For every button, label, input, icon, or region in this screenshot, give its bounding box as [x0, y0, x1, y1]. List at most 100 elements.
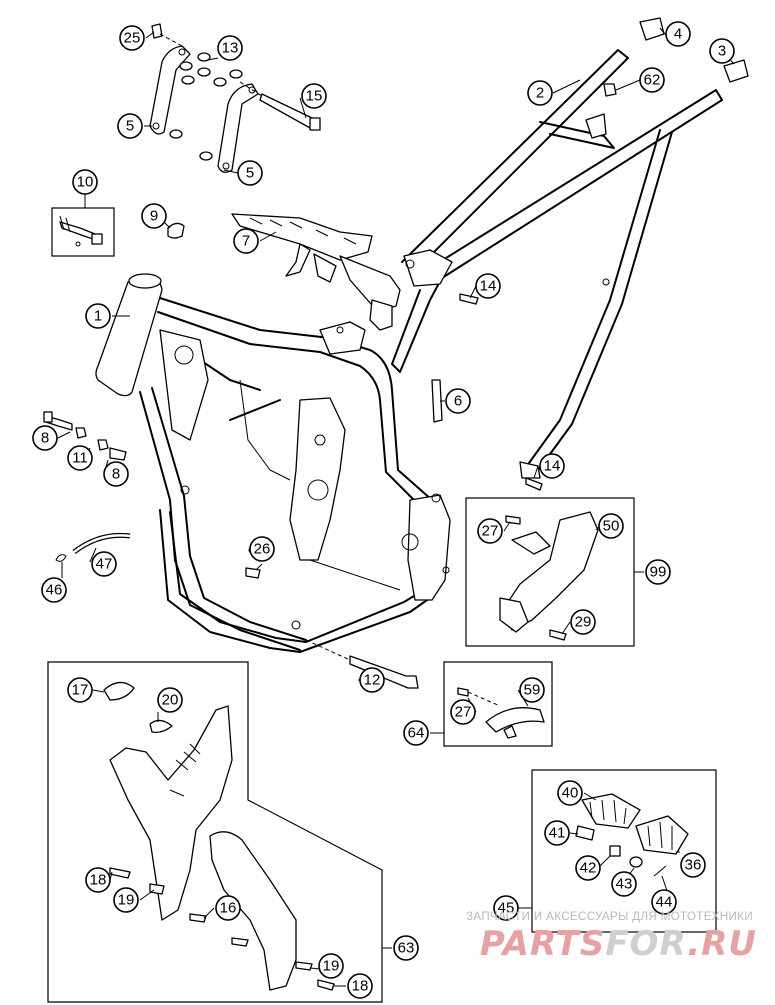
- callout-label: 10: [77, 174, 94, 191]
- callout-12: 12: [359, 667, 385, 693]
- callout-40: 40: [557, 780, 583, 806]
- callout-11: 11: [67, 445, 93, 471]
- plug-4: [639, 17, 665, 41]
- callout-36: 36: [680, 852, 706, 878]
- callout-label: 63: [398, 940, 415, 957]
- callout-label: 41: [549, 825, 566, 842]
- callout-14a: 14: [475, 273, 501, 299]
- box-45-footpegs: [531, 769, 717, 933]
- swingarm-bolt: [349, 655, 419, 689]
- callout-27b: 27: [450, 699, 476, 725]
- callout-1: 1: [85, 303, 111, 329]
- callout-46: 46: [41, 577, 67, 603]
- box-64-guide-part: [443, 661, 553, 747]
- callout-label: 62: [644, 72, 661, 89]
- callout-label: 29: [575, 614, 592, 631]
- callout-50: 50: [598, 513, 624, 539]
- callout-label: 8: [41, 430, 49, 447]
- main-frame: [95, 273, 451, 653]
- left-bolts: [43, 411, 127, 461]
- bolt-kit-box: [51, 207, 115, 257]
- callout-10: 10: [72, 169, 98, 195]
- watermark-logo-mid: FOR: [605, 924, 688, 964]
- watermark-tagline: ЗАПЧАСТИ И АКСЕССУАРЫ ДЛЯ МОТОТЕХНИКИ: [466, 911, 753, 923]
- callout-label: 19: [323, 958, 340, 975]
- callout-44: 44: [651, 889, 677, 915]
- callout-8b: 8: [103, 461, 129, 487]
- callout-label: 47: [96, 556, 113, 573]
- callout-5a: 5: [117, 113, 143, 139]
- watermark-logo: PARTSFOR.RU: [480, 924, 757, 964]
- callout-label: 14: [480, 278, 497, 295]
- callout-19b: 19: [318, 953, 344, 979]
- callout-5b: 5: [237, 160, 263, 186]
- callout-label: 20: [162, 692, 179, 709]
- callout-29: 29: [570, 609, 596, 635]
- engine-brackets: [149, 23, 321, 173]
- seat-bracket: [231, 213, 401, 331]
- frame-cap: [167, 222, 185, 239]
- callout-label: 27: [482, 523, 499, 540]
- callout-label: 64: [408, 725, 425, 742]
- callout-59: 59: [519, 677, 545, 703]
- callout-label: 40: [562, 785, 579, 802]
- callout-3: 3: [709, 38, 735, 64]
- callout-47: 47: [91, 551, 117, 577]
- callout-label: 8: [112, 466, 120, 483]
- callout-label: 2: [536, 85, 544, 102]
- watermark-logo-left: PARTS: [479, 924, 606, 964]
- callout-label: 9: [150, 208, 158, 225]
- box-63-frame-protectors: [47, 661, 383, 1003]
- callout-label: 18: [352, 978, 369, 995]
- callout-label: 5: [246, 165, 254, 182]
- bolt-26: [245, 567, 261, 579]
- callout-label: 59: [524, 682, 541, 699]
- chain-guide-strap: [431, 379, 443, 423]
- subframe-bolt-14a: [459, 293, 479, 305]
- callout-label: 25: [124, 30, 141, 47]
- callout-14b: 14: [539, 453, 565, 479]
- callout-62: 62: [639, 67, 665, 93]
- callout-25: 25: [119, 25, 145, 51]
- callout-64: 64: [403, 720, 429, 746]
- callout-17: 17: [67, 677, 93, 703]
- callout-label: 18: [90, 872, 107, 889]
- callout-6: 6: [445, 388, 471, 414]
- subframe: [391, 49, 723, 479]
- callout-13: 13: [217, 35, 243, 61]
- callout-label: 7: [242, 233, 250, 250]
- callout-63: 63: [393, 935, 419, 961]
- subframe-bolt-62: [603, 83, 617, 97]
- subframe-bolt-14b: [525, 477, 543, 491]
- callout-label: 17: [72, 682, 89, 699]
- watermark-logo-right: .RU: [687, 924, 757, 964]
- callout-label: 5: [126, 118, 134, 135]
- callout-26: 26: [249, 536, 275, 562]
- callout-19a: 19: [113, 887, 139, 913]
- callout-8a: 8: [32, 425, 58, 451]
- box-99-chain-guide: [465, 497, 635, 647]
- callout-label: 13: [222, 40, 239, 57]
- callout-7: 7: [233, 228, 259, 254]
- callout-label: 42: [580, 860, 597, 877]
- callout-label: 19: [118, 892, 135, 909]
- callout-16: 16: [215, 895, 241, 921]
- callout-label: 14: [544, 458, 561, 475]
- callout-41: 41: [544, 820, 570, 846]
- callout-43: 43: [611, 871, 637, 897]
- callout-label: 1: [94, 308, 102, 325]
- callout-9: 9: [141, 203, 167, 229]
- callout-label: 6: [454, 393, 462, 410]
- callout-label: 11: [72, 450, 88, 467]
- callout-label: 50: [603, 518, 620, 535]
- callout-label: 12: [364, 672, 381, 689]
- callout-label: 46: [46, 582, 63, 599]
- callout-42: 42: [575, 855, 601, 881]
- callout-15: 15: [301, 83, 327, 109]
- callout-label: 26: [254, 541, 271, 558]
- callout-label: 44: [656, 894, 673, 911]
- callout-4: 4: [665, 21, 691, 47]
- callout-label: 16: [220, 900, 237, 917]
- callout-99: 99: [645, 559, 671, 585]
